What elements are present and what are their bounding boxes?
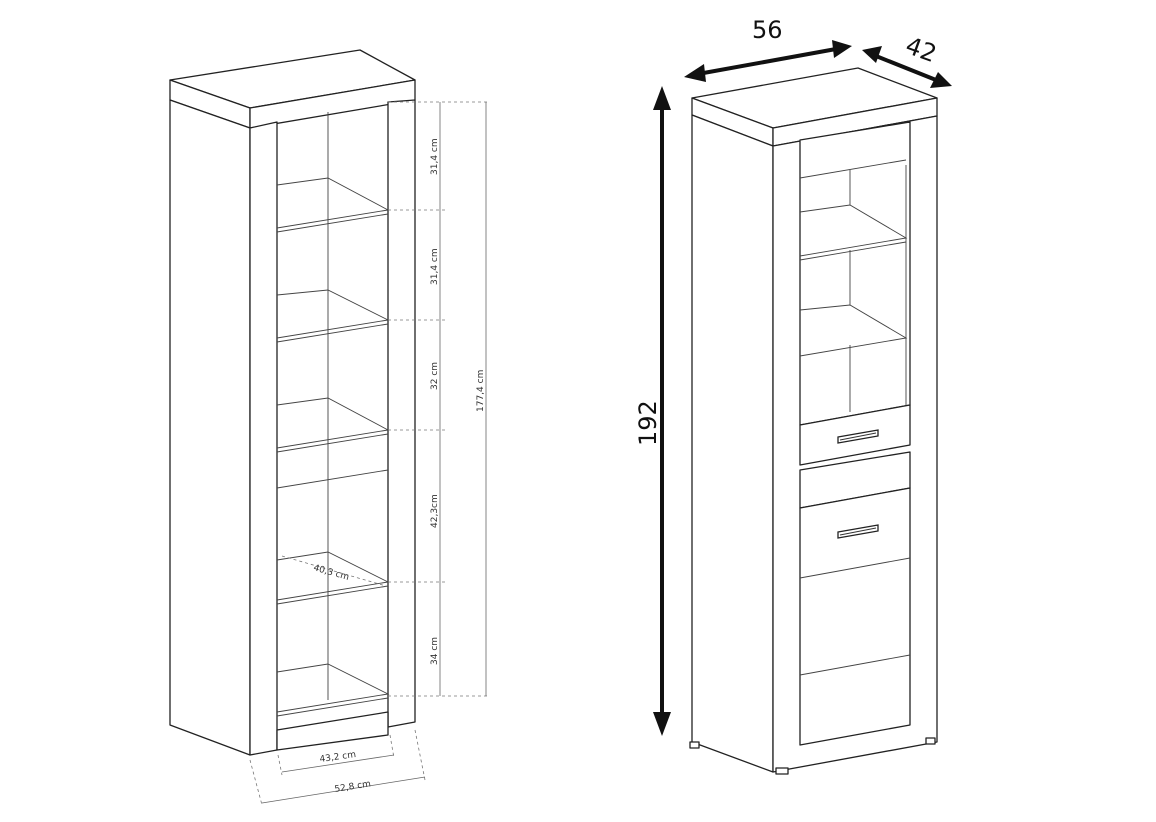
dim-outer-width: 52,8 cm <box>334 779 372 795</box>
left-cabinet <box>169 49 416 756</box>
door-handle <box>837 524 879 539</box>
arrowhead <box>832 40 852 58</box>
dim-inner-width: 43,2 cm <box>319 750 357 765</box>
right-dimensions: 56 42 192 <box>634 16 952 736</box>
foot <box>775 767 789 775</box>
dim-shelf-5: 34 cm <box>430 637 440 665</box>
dim-shelf-3: 32 cm <box>430 362 440 390</box>
dim-shelf-1: 31,4 cm <box>430 138 440 175</box>
lower-door <box>799 487 911 746</box>
left-side-panel <box>169 99 251 756</box>
dim-inner-depth: 40,3 cm <box>312 563 350 583</box>
foot <box>925 737 936 745</box>
dim-depth: 42 <box>902 31 940 68</box>
arrowhead <box>653 86 671 110</box>
arrowhead <box>653 712 671 736</box>
shelves <box>276 177 390 717</box>
right-front-upright <box>387 99 416 728</box>
right-side-panel <box>691 114 774 773</box>
arrowhead <box>684 64 706 82</box>
dim-width: 56 <box>752 16 783 44</box>
dim-height: 192 <box>634 400 662 446</box>
left-plinth <box>276 711 389 751</box>
left-dimensions: 31,4 cm 31,4 cm 32 cm 42,3cm 34 cm 177,4… <box>249 101 490 806</box>
drawer-handle <box>837 429 879 444</box>
dim-total-height: 177,4 cm <box>476 370 486 412</box>
left-front-upright <box>249 121 278 756</box>
dim-shelf-2: 31,4 cm <box>430 248 440 285</box>
glass-door <box>799 121 911 426</box>
right-cabinet <box>689 67 938 775</box>
arrowhead <box>930 72 952 88</box>
dim-shelf-4: 42,3cm <box>430 494 440 528</box>
arrowhead <box>862 46 882 63</box>
foot <box>689 741 700 749</box>
